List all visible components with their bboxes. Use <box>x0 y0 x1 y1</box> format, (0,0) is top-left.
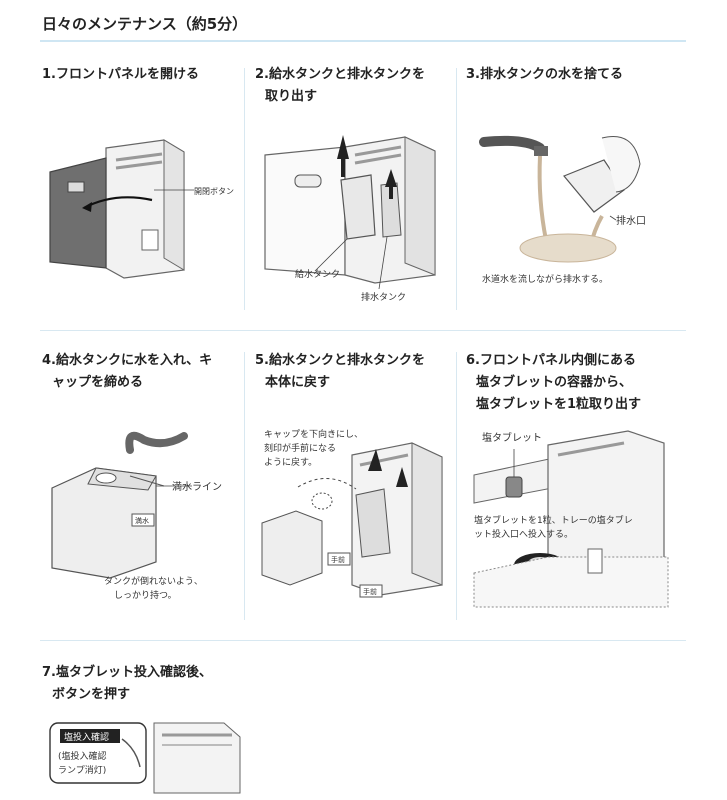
step-6-title: 6.フロントパネル内側にある 塩タブレットの容器から、 塩タブレットを1粒取り出… <box>466 350 641 416</box>
step-2-title: 2.給水タンクと排水タンクを 取り出す <box>255 64 425 108</box>
full-line-label: 満水ライン <box>172 481 222 493</box>
step-3-title: 3.排水タンクの水を捨てる <box>466 64 623 86</box>
step-7-title-line: ボタンを押す <box>52 687 131 702</box>
step-6-title-line: 塩タブレットを1粒取り出す <box>476 397 642 412</box>
step-4-note: タンクが倒れないよう、 しっかり持つ。 <box>104 575 206 601</box>
salt-confirm-button <box>60 729 120 743</box>
step-5-illustration: 手前 手前 キャップを下向きにし、 刻印が手前になる ように戻す。 <box>261 428 443 598</box>
row-divider <box>40 330 686 331</box>
step-6-note: 塩タブレットを1粒、トレーの塩タブレ ット投入口へ投入する。 <box>474 514 636 540</box>
step-7-lamp-note: (塩投入確認 ランプ消灯) <box>58 750 109 776</box>
column-divider <box>244 352 245 620</box>
salt-tablet-label: 塩タブレット <box>482 431 542 444</box>
step-3-illustration: 排水口 水道水を流しながら排水する。 <box>479 135 646 285</box>
column-divider <box>456 352 457 620</box>
step-7-lamp-note-line: ランプ消灯) <box>58 764 106 776</box>
step-5-title-line: 本体に戻す <box>265 375 331 390</box>
step-4-illustration: 満水 満水ライン タンクが倒れないよう、 しっかり持つ。 <box>51 431 222 601</box>
step-5-title: 5.給水タンクと排水タンクを 本体に戻す <box>255 350 425 394</box>
step-4-title: 4.給水タンクに水を入れ、キ ャップを締める <box>42 350 212 394</box>
front-label-b: 手前 <box>363 587 377 596</box>
row-divider <box>40 640 686 641</box>
step-2-title-line: 取り出す <box>265 89 318 104</box>
step-6-illustration: 塩タブレット 塩タブレットを1粒、トレーの塩タブレ ット投入口へ投入する。 <box>473 430 669 608</box>
step-6-title-line: 6.フロントパネル内側にある <box>466 353 636 368</box>
step-6-note-line: ット投入口へ投入する。 <box>474 528 573 540</box>
salt-confirm-button-label: 塩投入確認 <box>64 731 109 743</box>
step-7-title: 7.塩タブレット投入確認後、 ボタンを押す <box>42 662 212 706</box>
drain-tank-label: 排水タンク <box>361 291 406 303</box>
step-3-note: 水道水を流しながら排水する。 <box>482 273 608 285</box>
open-button-label: 開閉ボタン <box>194 187 234 196</box>
cap-label: 満水 <box>135 516 149 525</box>
step-4-title-line: ャップを締める <box>52 375 144 390</box>
page-title: 日々のメンテナンス（約5分） <box>42 15 248 33</box>
step-5-note-line: キャップを下向きにし、 <box>264 428 363 440</box>
front-label-a: 手前 <box>331 555 345 564</box>
title-divider <box>40 40 686 42</box>
step-7-title-line: 7.塩タブレット投入確認後、 <box>42 665 212 680</box>
step-4-note-line: タンクが倒れないよう、 <box>104 575 203 587</box>
step-7-lamp-note-line: (塩投入確認 <box>58 750 107 762</box>
step-4-note-line: しっかり持つ。 <box>114 589 177 601</box>
supply-tank-label: 給水タンク <box>295 268 340 280</box>
step-1-title-line: 1.フロントパネルを開ける <box>42 67 199 82</box>
step-7-illustration: 塩投入確認 (塩投入確認 ランプ消灯) <box>49 722 241 794</box>
drain-port-label: 排水口 <box>616 214 646 227</box>
step-1-title: 1.フロントパネルを開ける <box>42 64 199 86</box>
step-2-title-line: 2.給水タンクと排水タンクを <box>255 67 425 82</box>
step-3-title-line: 3.排水タンクの水を捨てる <box>466 67 623 82</box>
step-4-title-line: 4.給水タンクに水を入れ、キ <box>42 353 213 368</box>
step-5-note-line: ように戻す。 <box>264 456 317 468</box>
step-5-note-line: 刻印が手前になる <box>264 442 336 454</box>
column-divider <box>456 68 457 310</box>
step-6-title-line: 塩タブレットの容器から、 <box>476 375 633 390</box>
step-6-note-line: 塩タブレットを1粒、トレーの塩タブレ <box>474 514 633 526</box>
column-divider <box>244 68 245 310</box>
step-5-note: キャップを下向きにし、 刻印が手前になる ように戻す。 <box>264 428 366 468</box>
step-5-title-line: 5.給水タンクと排水タンクを <box>255 353 425 368</box>
step-2-illustration: 給水タンク 排水タンク <box>264 135 436 303</box>
step-1-illustration: 開閉ボタン <box>49 139 234 279</box>
